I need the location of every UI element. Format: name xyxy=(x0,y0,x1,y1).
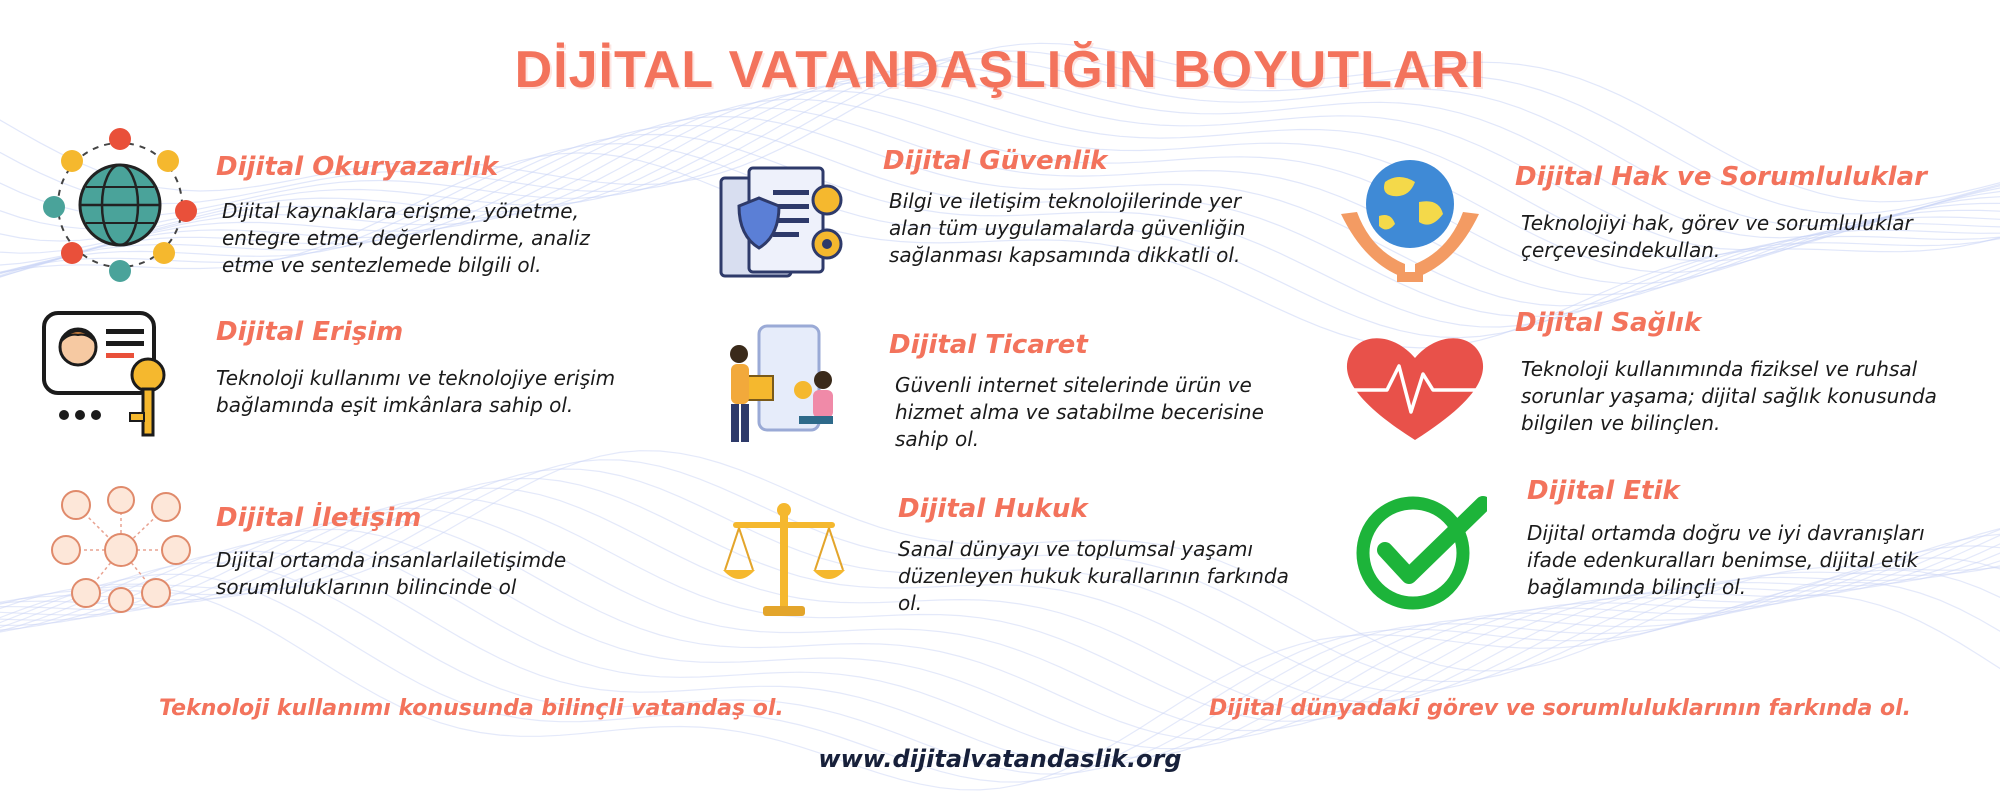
wave-line xyxy=(0,98,2000,285)
secure-documents-icon xyxy=(719,166,843,278)
item-heading: Dijital Erişim xyxy=(216,317,404,347)
wave-line xyxy=(0,477,2000,703)
wave-line xyxy=(0,90,2000,273)
item-digital-literacy: Dijital Okuryazarlık Dijital kaynaklara … xyxy=(40,120,640,300)
wave-line xyxy=(0,124,2000,318)
people-network-icon xyxy=(51,486,191,613)
wave-line xyxy=(0,487,2000,713)
item-heading: Dijital Sağlık xyxy=(1515,308,1702,338)
wave-line xyxy=(0,133,2000,328)
item-description: Sanal dünyayı ve toplumsal yaşamı düzenl… xyxy=(898,537,1289,615)
wave-line xyxy=(0,58,2000,227)
wave-line xyxy=(0,518,2000,741)
wave-line xyxy=(0,459,2000,683)
online-shopping-icon xyxy=(730,324,833,442)
item-description: Güvenli internet sitelerinde ürün ve hiz… xyxy=(895,373,1264,451)
item-description: Teknolojiyi hak, görev ve sorumluluklar … xyxy=(1521,211,1913,262)
wave-line xyxy=(0,539,2000,758)
wave-line xyxy=(0,107,2000,296)
user-card-key-icon xyxy=(42,311,166,437)
wave-line xyxy=(0,81,2000,262)
item-heading: Dijital Güvenlik xyxy=(883,146,1108,176)
wave-line xyxy=(0,115,2000,307)
item-heading: Dijital Hukuk xyxy=(898,494,1088,524)
item-digital-security: Dijital Güvenlik Bilgi ve iletişim tekno… xyxy=(715,140,1315,310)
wave-line xyxy=(0,152,2000,349)
item-description: Bilgi ve iletişim teknolojilerinde yer a… xyxy=(889,189,1246,267)
wave-line xyxy=(0,450,2000,672)
wave-line xyxy=(0,50,2000,215)
wave-line xyxy=(0,528,2000,750)
website-link[interactable]: www.dijitalvatandaslik.org xyxy=(818,745,1182,773)
wave-line xyxy=(0,73,2000,251)
page-title: DİJİTAL VATANDAŞLIĞIN BOYUTLARI xyxy=(514,41,1486,99)
item-digital-rights: Dijital Hak ve Sorumluluklar Teknolojiyi… xyxy=(1335,150,1985,290)
item-heading: Dijital Etik xyxy=(1527,476,1680,506)
item-digital-health: Dijital Sağlık Teknoloji kullanımında fi… xyxy=(1335,300,1985,450)
item-digital-commerce: Dijital Ticaret Güvenli internet siteler… xyxy=(715,320,1315,470)
wave-line xyxy=(0,65,2000,239)
wave-line xyxy=(0,585,2000,791)
globe-network-icon xyxy=(43,128,197,282)
item-description: Dijital ortamda insanlarlailetişimde sor… xyxy=(216,548,567,599)
wave-line xyxy=(0,507,2000,732)
item-description: Dijital kaynaklara erişme, yönetme, ente… xyxy=(222,199,590,277)
footer-slogan-left: Teknoloji kullanımı konusunda bilinçli v… xyxy=(159,696,784,721)
scales-icon xyxy=(723,503,845,616)
item-heading: Dijital Hak ve Sorumluluklar xyxy=(1515,162,1927,192)
wave-line xyxy=(0,142,2000,339)
footer-slogan-right: Dijital dünyadaki görev ve sorumluluklar… xyxy=(1209,696,1912,721)
heart-pulse-icon xyxy=(1335,338,1495,440)
globe-in-hands-icon xyxy=(1341,160,1479,282)
item-digital-ethics: Dijital Etik Dijital ortamda doğru ve iy… xyxy=(1335,470,1985,620)
item-description: Teknoloji kullanımında fiziksel ve ruhsa… xyxy=(1521,357,1937,435)
wave-line xyxy=(0,42,2000,203)
item-digital-communication: Dijital İletişim Dijital ortamda insanla… xyxy=(40,485,640,625)
check-mark-icon xyxy=(1356,496,1487,610)
item-heading: Dijital Okuryazarlık xyxy=(216,152,499,182)
wave-line xyxy=(0,468,2000,693)
item-heading: Dijital İletişim xyxy=(216,503,422,533)
wave-line xyxy=(0,573,2000,783)
item-description: Dijital ortamda doğru ve iyi davranışlar… xyxy=(1527,521,1925,599)
wave-line xyxy=(0,497,2000,722)
item-description: Teknoloji kullanımı ve teknolojiye erişi… xyxy=(216,366,616,417)
item-digital-access: Dijital Erişim Teknoloji kullanımı ve te… xyxy=(40,305,640,455)
item-digital-law: Dijital Hukuk Sanal dünyayı ve toplumsal… xyxy=(715,490,1315,640)
item-heading: Dijital Ticaret xyxy=(889,330,1088,360)
